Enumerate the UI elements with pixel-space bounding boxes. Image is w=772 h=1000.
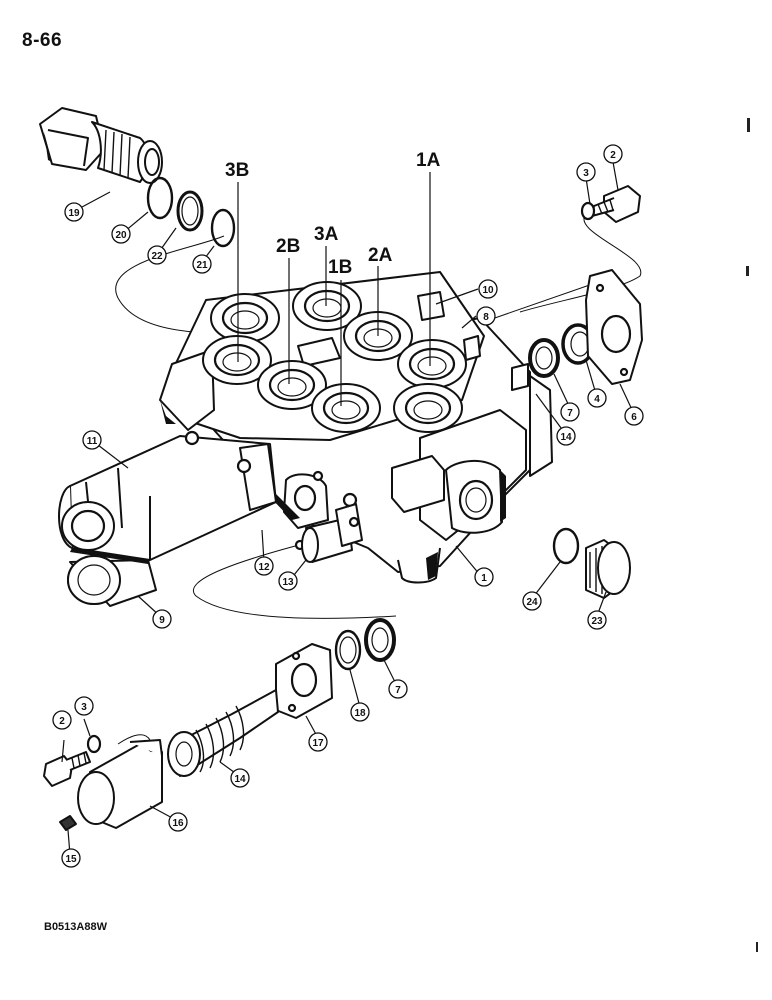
svg-text:3: 3	[583, 168, 589, 179]
callout-12: 12	[254, 556, 274, 576]
port-label-3b: 3B	[225, 160, 249, 181]
callout-19: 19	[64, 202, 84, 222]
margin-marks	[746, 118, 758, 952]
spring-14-lower	[167, 689, 279, 777]
port-label-3a: 3A	[314, 224, 339, 245]
cap-screw-2-lower	[43, 734, 102, 787]
detent-housing-9-11	[58, 430, 277, 607]
svg-text:8: 8	[483, 312, 489, 323]
valve-ports	[202, 281, 467, 433]
svg-text:22: 22	[151, 251, 163, 262]
svg-text:14: 14	[234, 774, 246, 785]
end-cap-16	[77, 739, 163, 829]
svg-text:1: 1	[481, 573, 487, 584]
assembly-lines	[115, 213, 642, 745]
callout-6: 6	[624, 406, 644, 426]
setscrew-15	[59, 815, 77, 831]
svg-text:7: 7	[395, 685, 401, 696]
svg-text:18: 18	[354, 708, 366, 719]
spool-end-13	[301, 503, 363, 563]
svg-text:9: 9	[159, 615, 165, 626]
port-label-2a: 2A	[368, 245, 393, 266]
svg-text:2: 2	[59, 716, 65, 727]
callout-13: 13	[278, 571, 298, 591]
svg-text:2: 2	[610, 150, 616, 161]
svg-text:11: 11	[87, 436, 98, 447]
callout-2-lower: 2	[52, 710, 72, 730]
port-label-1b: 1B	[328, 257, 352, 278]
callout-11: 11	[82, 430, 102, 450]
port-label-group: 3B 1A 2B 3A 2A 1B	[225, 150, 441, 406]
svg-text:23: 23	[591, 616, 603, 627]
port-label-1a: 1A	[416, 150, 441, 171]
callout-24: 24	[522, 591, 542, 611]
o-rings-20-22-21	[146, 176, 236, 248]
callout-16: 16	[168, 812, 188, 832]
callout-23: 23	[587, 610, 607, 630]
figure-code: B0513A88W	[44, 921, 107, 933]
svg-text:19: 19	[68, 208, 80, 219]
fitting-part-19	[39, 107, 163, 184]
callout-3-lower: 3	[74, 696, 94, 716]
svg-text:24: 24	[526, 597, 538, 608]
port-label-2b: 2B	[276, 236, 300, 257]
o-ring-20	[146, 176, 174, 220]
svg-text:7: 7	[567, 408, 573, 419]
svg-text:6: 6	[631, 412, 637, 423]
callout-14-lower: 14	[230, 768, 250, 788]
callout-1: 1	[474, 567, 494, 587]
callout-14-right: 14	[556, 426, 576, 446]
callout-group: 19 20 22 21 3 2 10 8 7 4 6 14 11 12 13 1…	[52, 144, 644, 868]
callout-10: 10	[478, 279, 498, 299]
svg-text:4: 4	[594, 394, 600, 405]
callout-21: 21	[192, 254, 212, 274]
callout-9: 9	[152, 609, 172, 629]
callout-20: 20	[111, 224, 131, 244]
plug-23-oring-24	[552, 527, 631, 599]
callout-17: 17	[308, 732, 328, 752]
svg-text:20: 20	[115, 230, 127, 241]
callout-15: 15	[61, 848, 81, 868]
callout-7-lower: 7	[388, 679, 408, 699]
seals-and-plate-right	[528, 269, 643, 385]
svg-text:3: 3	[81, 702, 87, 713]
svg-text:12: 12	[258, 562, 270, 573]
svg-text:16: 16	[172, 818, 184, 829]
lower-seals-7-18-17	[275, 618, 396, 719]
svg-text:10: 10	[482, 285, 494, 296]
svg-text:13: 13	[282, 577, 294, 588]
callout-3-top: 3	[576, 162, 596, 182]
backup-ring-22	[176, 190, 204, 232]
svg-text:14: 14	[560, 432, 572, 443]
lock-washer-3-top	[580, 201, 596, 221]
svg-text:17: 17	[312, 738, 324, 749]
svg-text:21: 21	[196, 260, 208, 271]
lock-washer-3-lower	[86, 734, 102, 754]
callout-2-top: 2	[603, 144, 623, 164]
cap-screw-2-top	[580, 185, 641, 223]
callout-7-right: 7	[560, 402, 580, 422]
callout-leaders	[61, 161, 635, 856]
callout-22: 22	[147, 245, 167, 265]
page-number: 8-66	[22, 30, 63, 51]
callout-4: 4	[587, 388, 607, 408]
callout-8: 8	[476, 306, 496, 326]
svg-text:15: 15	[65, 854, 77, 865]
o-ring-21	[210, 208, 236, 248]
callout-18: 18	[350, 702, 370, 722]
